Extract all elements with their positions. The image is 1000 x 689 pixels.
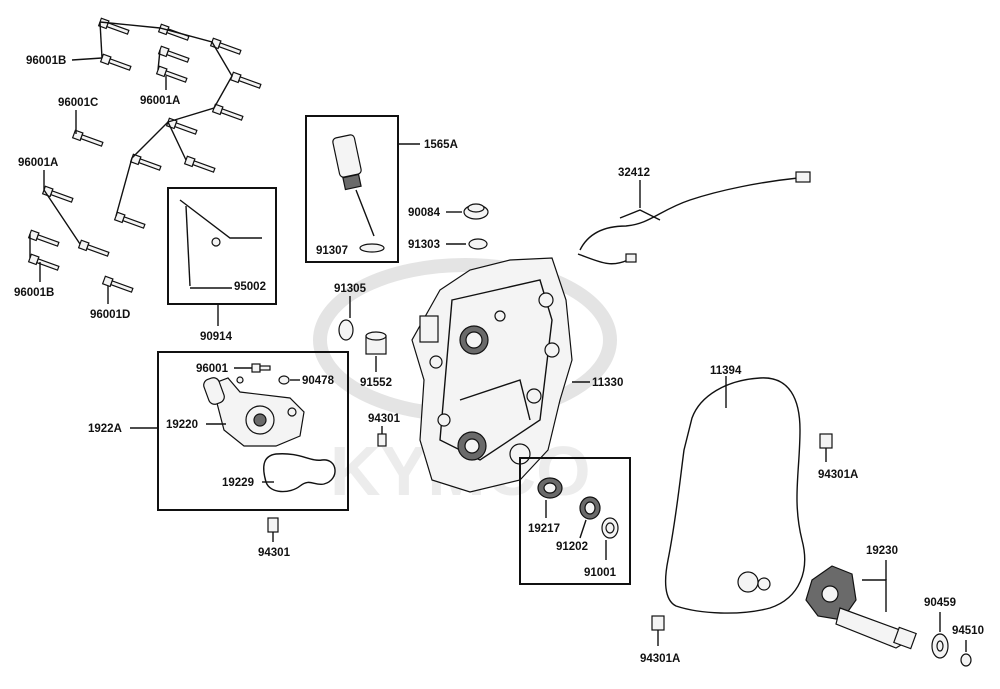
gasket-11394 bbox=[664, 377, 806, 614]
label-95002: 95002 bbox=[234, 281, 266, 293]
label-19220: 19220 bbox=[166, 419, 198, 431]
box-seals bbox=[519, 457, 631, 585]
seal-91202 bbox=[579, 496, 601, 520]
label-91552: 91552 bbox=[360, 377, 392, 389]
crankcase-cover-11330 bbox=[411, 257, 573, 493]
box-1565A bbox=[305, 115, 399, 263]
label-91305: 91305 bbox=[334, 283, 367, 295]
water-pump-cover bbox=[203, 376, 305, 447]
label-94510: 94510 bbox=[952, 625, 984, 637]
pin-94301A-right bbox=[819, 433, 833, 449]
label-91303: 91303 bbox=[408, 239, 440, 251]
label-94301A-right: 94301A bbox=[818, 469, 858, 481]
clip-94510 bbox=[960, 653, 972, 667]
label-96001A-top: 96001A bbox=[140, 95, 180, 107]
label-96001A-left: 96001A bbox=[18, 157, 58, 169]
seal-19217 bbox=[537, 477, 563, 499]
box-90914 bbox=[167, 187, 277, 305]
gasket-19229 bbox=[263, 453, 336, 493]
box-1922A bbox=[157, 351, 349, 511]
label-91202: 91202 bbox=[556, 541, 588, 553]
label-96001B-top: 96001B bbox=[26, 55, 66, 67]
bolt-group-top bbox=[27, 17, 262, 304]
oring-91303 bbox=[468, 238, 488, 250]
washer-90459 bbox=[931, 633, 949, 659]
label-1922A: 1922A bbox=[88, 423, 122, 435]
washer-90478 bbox=[278, 375, 290, 385]
cable-32412 bbox=[577, 171, 811, 265]
label-90459: 90459 bbox=[924, 597, 956, 609]
impeller-19230 bbox=[805, 565, 917, 650]
bolt-96001 bbox=[251, 363, 271, 373]
label-90914: 90914 bbox=[200, 331, 233, 343]
label-96001: 96001 bbox=[196, 363, 229, 375]
label-11394: 11394 bbox=[710, 365, 742, 377]
label-1565A: 1565A bbox=[424, 139, 458, 151]
hose-part bbox=[179, 199, 262, 289]
label-19229: 19229 bbox=[222, 477, 254, 489]
label-94301A-bottom: 94301A bbox=[640, 653, 680, 665]
label-94301-mid: 94301 bbox=[368, 413, 401, 425]
label-91307: 91307 bbox=[316, 245, 348, 257]
label-19217: 19217 bbox=[528, 523, 560, 535]
label-90478: 90478 bbox=[302, 375, 335, 387]
label-94301-left: 94301 bbox=[258, 547, 291, 559]
label-96001B-bottom: 96001B bbox=[14, 287, 54, 299]
label-19230: 19230 bbox=[866, 545, 898, 557]
pin-94301A-bottom bbox=[651, 615, 665, 631]
pin-94301-mid bbox=[377, 433, 387, 447]
pin-94301-left bbox=[267, 517, 279, 533]
plug-90084 bbox=[463, 203, 489, 220]
label-91001: 91001 bbox=[584, 567, 617, 579]
bushing-91552 bbox=[365, 331, 387, 355]
label-32412: 32412 bbox=[618, 167, 650, 179]
label-11330: 11330 bbox=[592, 377, 623, 389]
label-96001C: 96001C bbox=[58, 97, 98, 109]
label-96001D: 96001D bbox=[90, 309, 130, 321]
label-90084: 90084 bbox=[408, 207, 441, 219]
oring-91305 bbox=[338, 319, 354, 341]
washer-91001 bbox=[601, 517, 619, 539]
dipstick-part bbox=[332, 134, 385, 253]
